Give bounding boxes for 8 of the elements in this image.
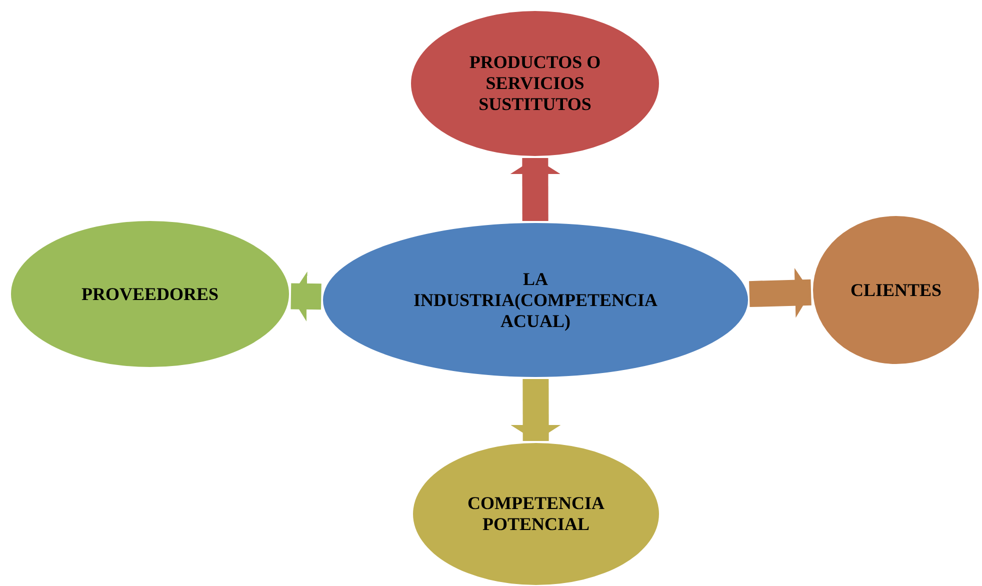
node-label: COMPETENCIA POTENCIAL — [466, 493, 606, 535]
node-label: PRODUCTOS O SERVICIOS SUSTITUTOS — [468, 52, 602, 115]
block-arrow — [510, 158, 560, 222]
node-label: CLIENTES — [850, 280, 942, 300]
node-label: PROVEEDORES — [81, 284, 219, 304]
node-label: LA INDUSTRIA(COMPETENCIA ACUAL) — [412, 268, 659, 332]
block-arrow — [749, 268, 812, 318]
block-arrow — [290, 271, 322, 322]
